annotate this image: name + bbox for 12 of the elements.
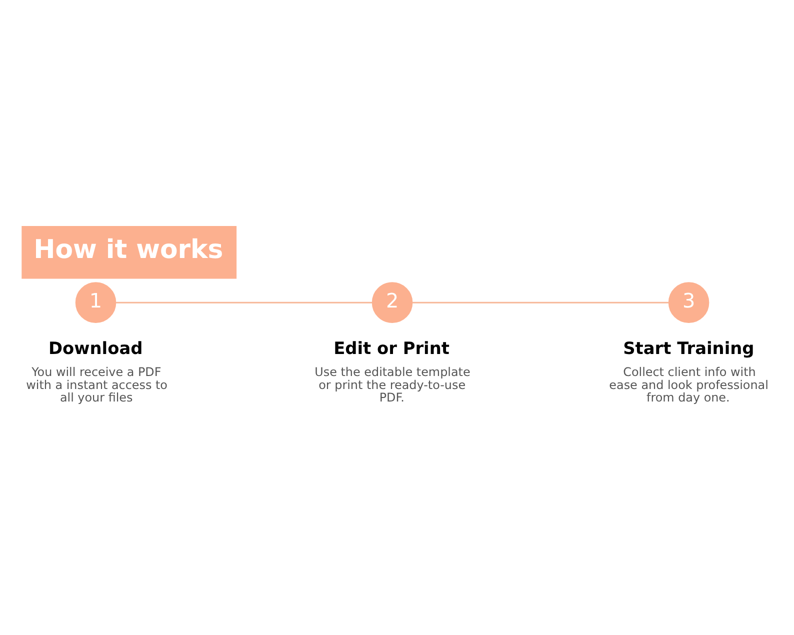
node-label: Start Training <box>623 338 754 358</box>
node-label: Download <box>48 338 143 358</box>
connector <box>116 302 372 304</box>
node-label: You will receive a PDF with a instant access to all your files <box>26 364 168 405</box>
node-label: Use the editable template or print the ready-to-use PDF. <box>314 364 470 405</box>
connector <box>412 302 669 304</box>
diagram-title: How it works <box>34 235 224 266</box>
node-circle: 3 <box>668 282 710 323</box>
node-circle: 1 <box>75 282 116 323</box>
node-label: Collect client info with ease and look professional from day one. <box>609 364 768 405</box>
node-circle: 2 <box>372 282 413 323</box>
node-label: Edit or Print <box>334 338 450 358</box>
